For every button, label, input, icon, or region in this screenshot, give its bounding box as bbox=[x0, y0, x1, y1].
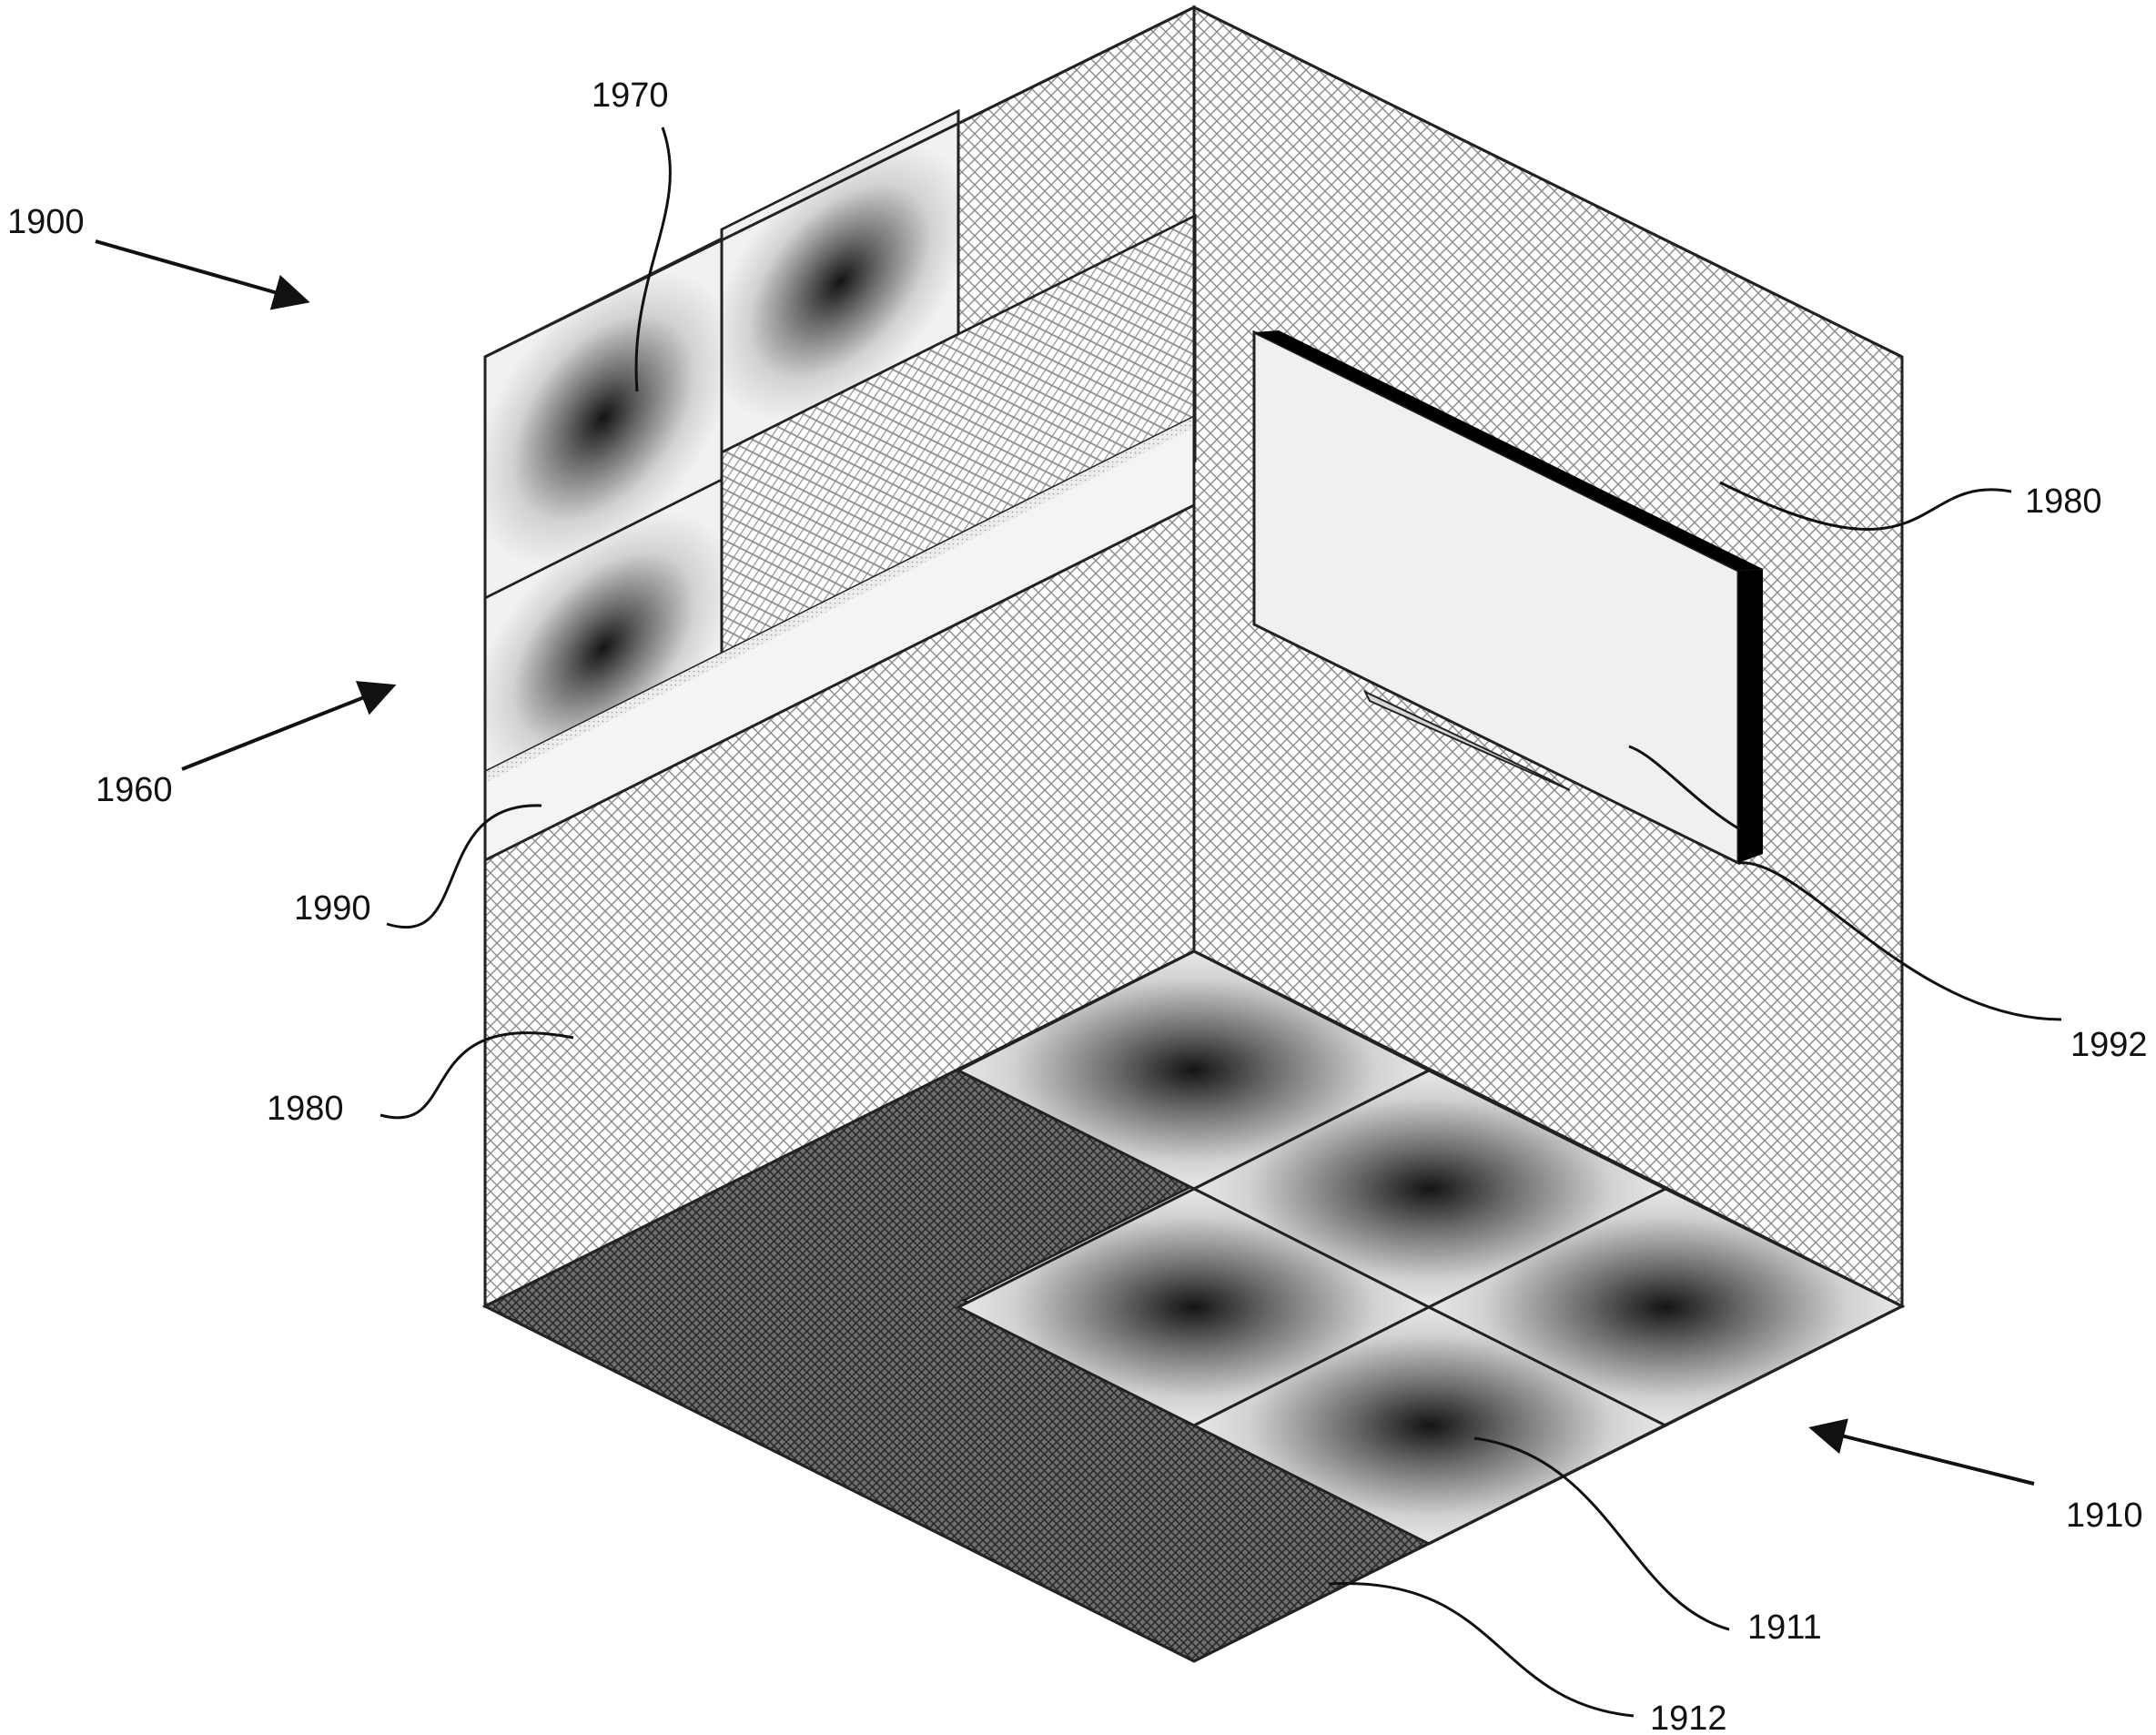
room-arrow bbox=[95, 239, 310, 310]
floor-panel-leader bbox=[1473, 1436, 1730, 1631]
label-floor-rug: 1912 bbox=[1650, 1699, 1727, 1735]
right-wall-leader bbox=[1719, 481, 2012, 531]
label-room: 1900 bbox=[7, 203, 85, 241]
floor-rug-leader bbox=[1328, 1582, 1635, 1718]
label-right-wall: 1980 bbox=[2025, 482, 2102, 521]
floor-panels-arrow bbox=[1808, 1418, 2035, 1486]
label-ceiling-panels: 1970 bbox=[592, 76, 669, 115]
floor-light-panels bbox=[955, 949, 1906, 1546]
shelf-band-upper-edge bbox=[485, 417, 1194, 783]
reference-labels: 1900 1970 1960 1990 1980 1980 1992 1910 … bbox=[7, 76, 2148, 1735]
display-leader bbox=[1737, 861, 2062, 1021]
label-floor-panels: 1910 bbox=[2066, 1497, 2143, 1535]
display-tray-leader bbox=[1628, 745, 1739, 830]
ceiling-panels-leader bbox=[634, 127, 672, 392]
label-display: 1992 bbox=[2070, 1026, 2148, 1064]
room-edges bbox=[483, 5, 1904, 1663]
label-floor-panel: 1911 bbox=[1747, 1608, 1822, 1647]
label-left-wall: 1980 bbox=[267, 1090, 344, 1128]
leaders bbox=[95, 127, 2062, 1718]
shelf-leader bbox=[386, 804, 542, 929]
wall-unit-arrow bbox=[181, 681, 397, 771]
label-wall-unit: 1960 bbox=[96, 771, 173, 809]
left-wall-leader bbox=[380, 1031, 574, 1120]
label-shelf: 1990 bbox=[294, 889, 371, 928]
